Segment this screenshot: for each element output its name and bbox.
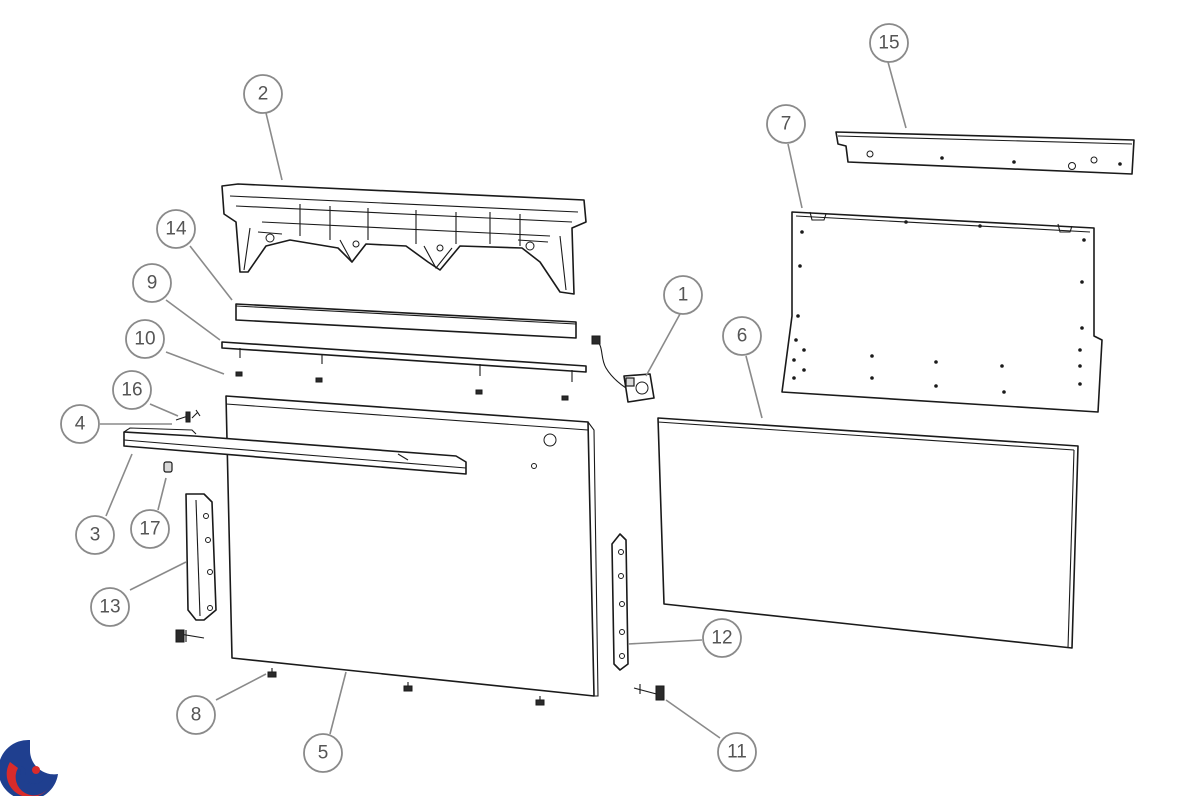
callout-3: 3	[75, 515, 115, 555]
svg-text:3: 3	[90, 525, 101, 546]
part-5-door-panel	[225, 395, 599, 706]
part-14-gasket-strip	[235, 303, 577, 339]
part-6-front-panel	[657, 417, 1079, 649]
svg-text:5: 5	[318, 743, 329, 764]
part-3-handle	[123, 427, 467, 475]
part-9-rail	[221, 341, 587, 382]
callout-12: 12	[702, 618, 742, 658]
part-12-right-hinge	[611, 533, 629, 671]
svg-text:8: 8	[191, 705, 202, 726]
svg-text:17: 17	[139, 519, 160, 540]
svg-text:15: 15	[878, 33, 899, 54]
part-13-left-hinge	[175, 493, 217, 643]
callout-14: 14	[156, 209, 196, 249]
svg-text:1: 1	[678, 285, 689, 306]
callout-10: 10	[125, 319, 165, 359]
svg-text:14: 14	[165, 219, 187, 240]
svg-text:12: 12	[711, 628, 732, 649]
svg-text:16: 16	[121, 380, 142, 401]
callout-6: 6	[722, 316, 762, 356]
svg-text:11: 11	[727, 742, 747, 763]
part-10-clips	[235, 371, 569, 401]
callout-11: 11	[717, 732, 757, 772]
part-17-spacer	[163, 461, 173, 473]
svg-text:13: 13	[99, 597, 120, 618]
svg-text:2: 2	[258, 84, 269, 105]
callout-7: 7	[766, 104, 806, 144]
callout-15: 15	[869, 23, 909, 63]
callout-8: 8	[176, 695, 216, 735]
callout-9: 9	[132, 263, 172, 303]
callout-4: 4	[60, 404, 100, 444]
part-15-top-strip	[835, 131, 1135, 175]
part-2-top-frame	[221, 183, 587, 295]
part-1-module	[591, 335, 655, 403]
svg-text:7: 7	[781, 114, 792, 135]
svg-text:10: 10	[134, 329, 155, 350]
callout-17: 17	[130, 509, 170, 549]
svg-text:6: 6	[737, 326, 748, 347]
svg-text:4: 4	[75, 414, 86, 435]
part-7-inner-panel	[781, 211, 1103, 413]
callout-16: 16	[112, 370, 152, 410]
callout-5: 5	[303, 733, 343, 773]
leader-lines	[100, 61, 907, 739]
svg-text:9: 9	[147, 273, 158, 294]
callout-2: 2	[243, 74, 283, 114]
callout-13: 13	[90, 587, 130, 627]
callout-1: 1	[663, 275, 703, 315]
part-11-screw	[633, 684, 665, 701]
brand-swirl-icon	[0, 739, 58, 796]
